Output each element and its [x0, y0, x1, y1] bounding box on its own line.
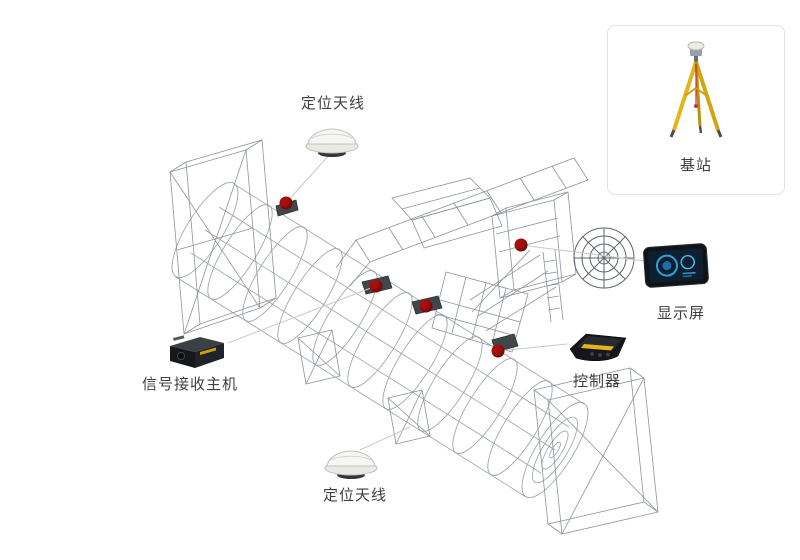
- antenna-top-label: 定位天线: [300, 94, 366, 112]
- display-image: [643, 243, 709, 293]
- base-station-panel: 基站: [607, 25, 785, 195]
- gnss-antenna-icon: [305, 128, 359, 157]
- mount-point-dot: [491, 344, 505, 358]
- lattice-mast: [431, 249, 564, 353]
- boom-structure: [335, 157, 589, 287]
- controller-image: [564, 327, 630, 369]
- mount-point-dot: [419, 299, 433, 313]
- right-end-frame: [533, 367, 659, 535]
- mount-point-dot: [369, 279, 383, 293]
- left-end-frame: [169, 139, 277, 335]
- controller-label: 控制器: [572, 372, 622, 390]
- antenna-top-image: [302, 124, 362, 162]
- controller-icon: [569, 333, 627, 361]
- display-screen-icon: [643, 243, 709, 288]
- mount-point-dot: [279, 196, 293, 210]
- mounted-sensor-boxes: [275, 199, 519, 353]
- receiver-label: 信号接收主机: [141, 375, 239, 393]
- signal-receiver-icon: [170, 335, 224, 368]
- gnss-antenna-icon: [324, 450, 378, 479]
- mount-point-dot: [514, 238, 528, 252]
- base-station-image: [654, 38, 738, 146]
- callout-line-controller: [497, 343, 568, 352]
- cable-reel: [573, 227, 635, 289]
- base-station-tripod-icon: [669, 41, 723, 138]
- cab-structure: [491, 191, 577, 299]
- callout-line-display: [520, 244, 646, 262]
- callout-line-receiver: [227, 285, 377, 344]
- antenna-bottom-label: 定位天线: [322, 486, 388, 504]
- display-label: 显示屏: [656, 304, 706, 322]
- receiver-image: [164, 331, 230, 377]
- base-station-label: 基站: [679, 156, 712, 174]
- antenna-bottom-image: [321, 446, 381, 484]
- support-legs: [297, 329, 431, 445]
